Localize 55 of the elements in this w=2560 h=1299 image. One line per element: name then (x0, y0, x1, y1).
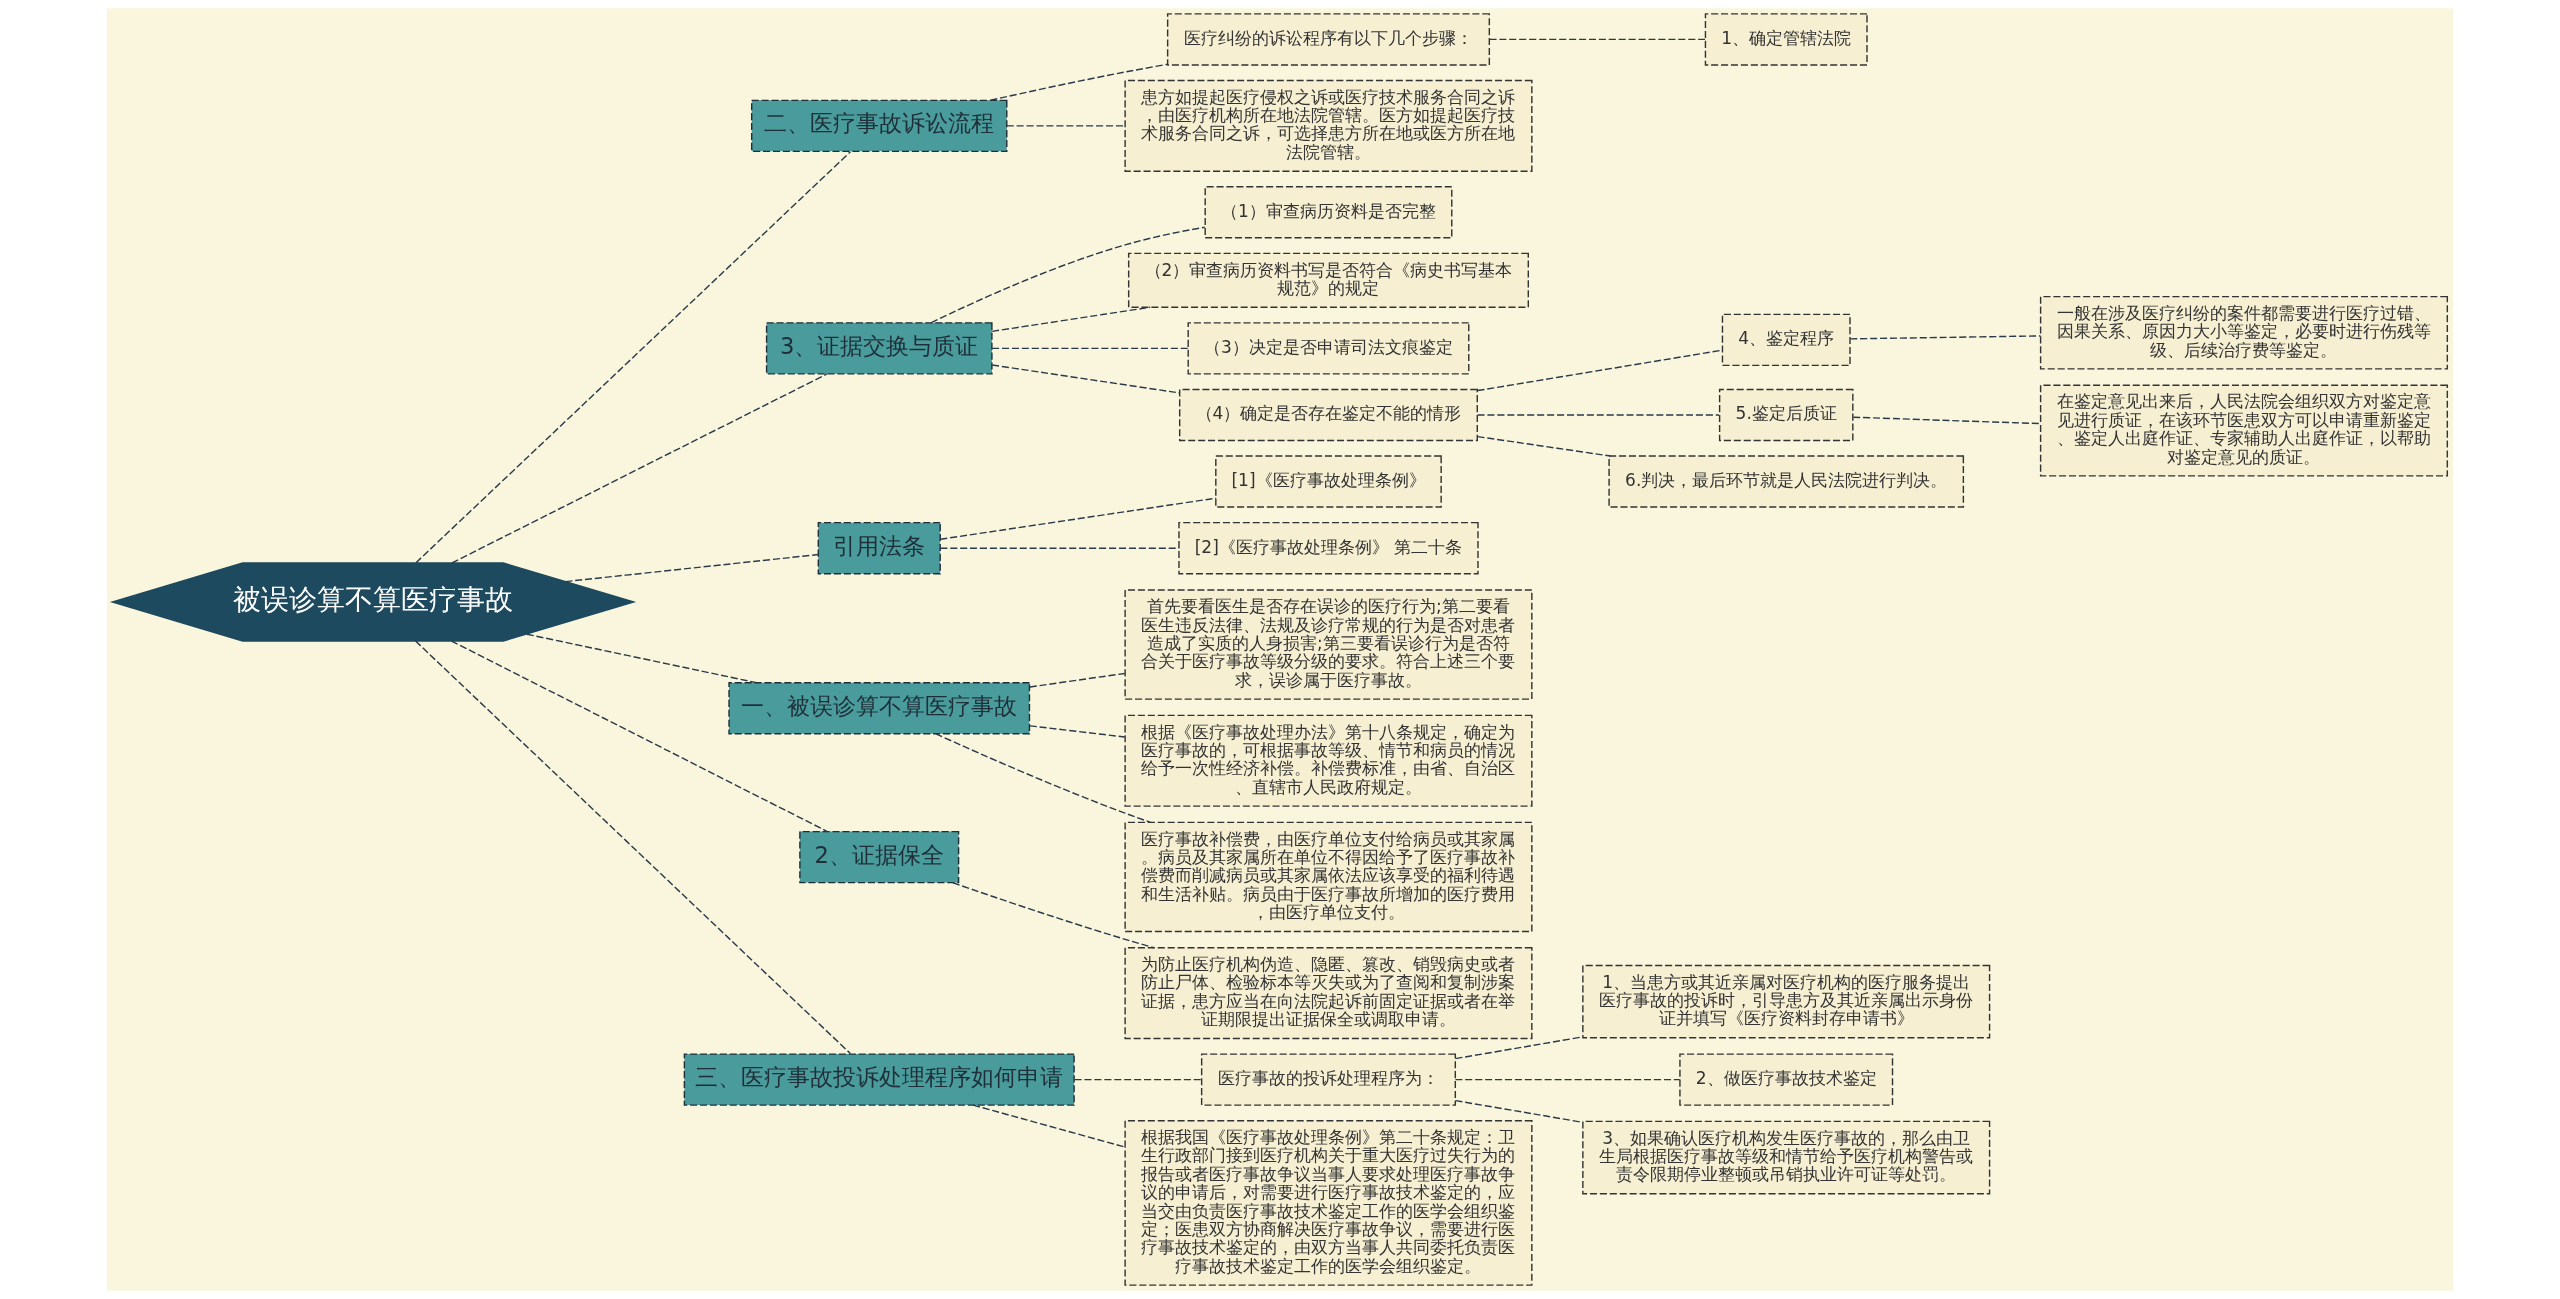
connector (414, 640, 852, 1055)
connector (451, 373, 828, 564)
node-box: 引用法条 (817, 521, 941, 575)
node-box: 3、证据交换与质证 (765, 322, 993, 375)
connector (1454, 1078, 1681, 1081)
connector (1029, 725, 1126, 738)
connector (991, 364, 1181, 394)
node-box: 1、当患方或其近亲属对医疗机构的医疗服务提出医疗事故的投诉时，引导患方及其近亲属出示身份证并填写《医疗资料封存申请书》 (1582, 964, 1991, 1039)
connector (989, 63, 1169, 101)
node-box: （3）决定是否申请司法文痕鉴定 (1187, 322, 1470, 375)
node-box: 医疗事故补偿费，由医疗单位支付给病员或其家属。病员及其家属所在单位不得因给予了医疗事故补偿费而削减病员或其家属依法应该享受的福利待遇和生活补贴。病员由于医疗事故所增加的医疗费用，由医疗单位支付。 (1124, 821, 1533, 933)
node-box: 6.判决，最后环节就是人民法院进行判决。 (1608, 455, 1965, 508)
node-box: （1）审查病历资料是否完整 (1204, 186, 1453, 239)
connector (991, 306, 1151, 333)
node-box: 2、证据保全 (799, 830, 960, 884)
connector (564, 553, 819, 583)
node-box: 三、医疗事故投诉处理程序如何申请 (683, 1053, 1075, 1106)
node-box: 为防止医疗机构伪造、隐匿、篡改、销毁病史或者防止尸体、检验标本等灭失或为了查阅和复制涉案证据，患方应当在向法院起诉前固定证据或者在举证期限提出证据保全或调取申请。 (1124, 947, 1533, 1040)
node-box: [1]《医疗事故处理条例》 (1215, 455, 1442, 508)
node-box: 4、鉴定程序 (1721, 313, 1851, 367)
node-box: 首先要看医生是否存在误诊的医疗行为;第二要看医生违反法律、法规及诊疗常规的行为是否对患者造成了实质的人身损害;第三要看误诊行为是否符合关于医疗事故等级分级的要求。符合上述三个要求，误诊属于医疗事故。 (1124, 589, 1533, 700)
node-box: [2]《医疗事故处理条例》 第二十条 (1178, 521, 1479, 575)
connector (450, 640, 828, 832)
connector (415, 151, 852, 564)
connector (1006, 125, 1126, 127)
connector (1852, 416, 2042, 425)
connector (1488, 38, 1706, 41)
connector (972, 1104, 1126, 1148)
node-box: 根据《医疗事故处理办法》第十八条规定，确定为医疗事故的，可根据事故等级、情节和病员的情况给予一次性经济补偿。补偿费标准，由省、自治区、直辖市人民政府规定。 (1124, 714, 1533, 807)
connector (1849, 335, 2042, 340)
connector (1029, 672, 1126, 688)
node-box: 2、做医疗事故技术鉴定 (1679, 1053, 1894, 1106)
connector (1073, 1078, 1203, 1081)
connector (935, 733, 1152, 824)
node-box: 一般在涉及医疗纠纷的案件都需要进行医疗过错、因果关系、原因力大小等鉴定，必要时进行伤残等级、后续治疗费等鉴定。 (2039, 295, 2449, 370)
node-box: 医疗纠纷的诉讼程序有以下几个步骤： (1166, 13, 1491, 66)
node-box: （4）确定是否存在鉴定不能的情形 (1178, 388, 1478, 442)
connector (1476, 414, 1720, 416)
connector (991, 347, 1189, 350)
node-box: 患方如提起医疗侵权之诉或医疗技术服务合同之诉，由医疗机构所在地法院管辖。医方如提起医疗技术服务合同之诉，可选择患方所在地或医方所在地法院管辖。 (1124, 79, 1533, 172)
node-box: 医疗事故的投诉处理程序为： (1200, 1053, 1457, 1106)
node-box: 一、被误诊算不算医疗事故 (728, 682, 1031, 735)
connector (939, 497, 1217, 540)
node-box: 二、医疗事故诉讼流程 (751, 99, 1008, 153)
node-box: 5.鉴定后质证 (1718, 388, 1854, 442)
node-box: 根据我国《医疗事故处理条例》第二十条规定：卫生行政部门接到医疗机构关于重大医疗过失行为的报告或者医疗事故争议当事人要求处理医疗事故争议的申请后，对需要进行医疗事故技术鉴定的，应当交由负责医疗事故技术鉴定工作的医学会组织鉴定；医患双方协商解决医疗事故争议，需要进行医疗事故技术鉴定的，由双方当事人共同委托负责医疗事故技术鉴定工作的医学会组织鉴定。 (1124, 1120, 1533, 1286)
node-box: 在鉴定意见出来后，人民法院会组织双方对鉴定意见进行质证，在该环节医患双方可以申请重新鉴定、鉴定人出庭作证、专家辅助人出庭作证，以帮助对鉴定意见的质证。 (2039, 384, 2449, 477)
node-box: （2）审查病历资料书写是否符合《病史书写基本规范》的规定 (1127, 252, 1529, 308)
connector (939, 547, 1180, 549)
connector (526, 633, 758, 684)
connector (1476, 435, 1612, 457)
node-box: 1、确定管辖法院 (1704, 13, 1868, 66)
node-box: 3、如果确认医疗机构发生医疗事故的，那么由卫生局根据医疗事故等级和情节给予医疗机构警告或责令限期停业整顿或吊销执业许可证等处罚。 (1582, 1120, 1991, 1195)
connector (1476, 349, 1723, 392)
connector (930, 226, 1206, 324)
